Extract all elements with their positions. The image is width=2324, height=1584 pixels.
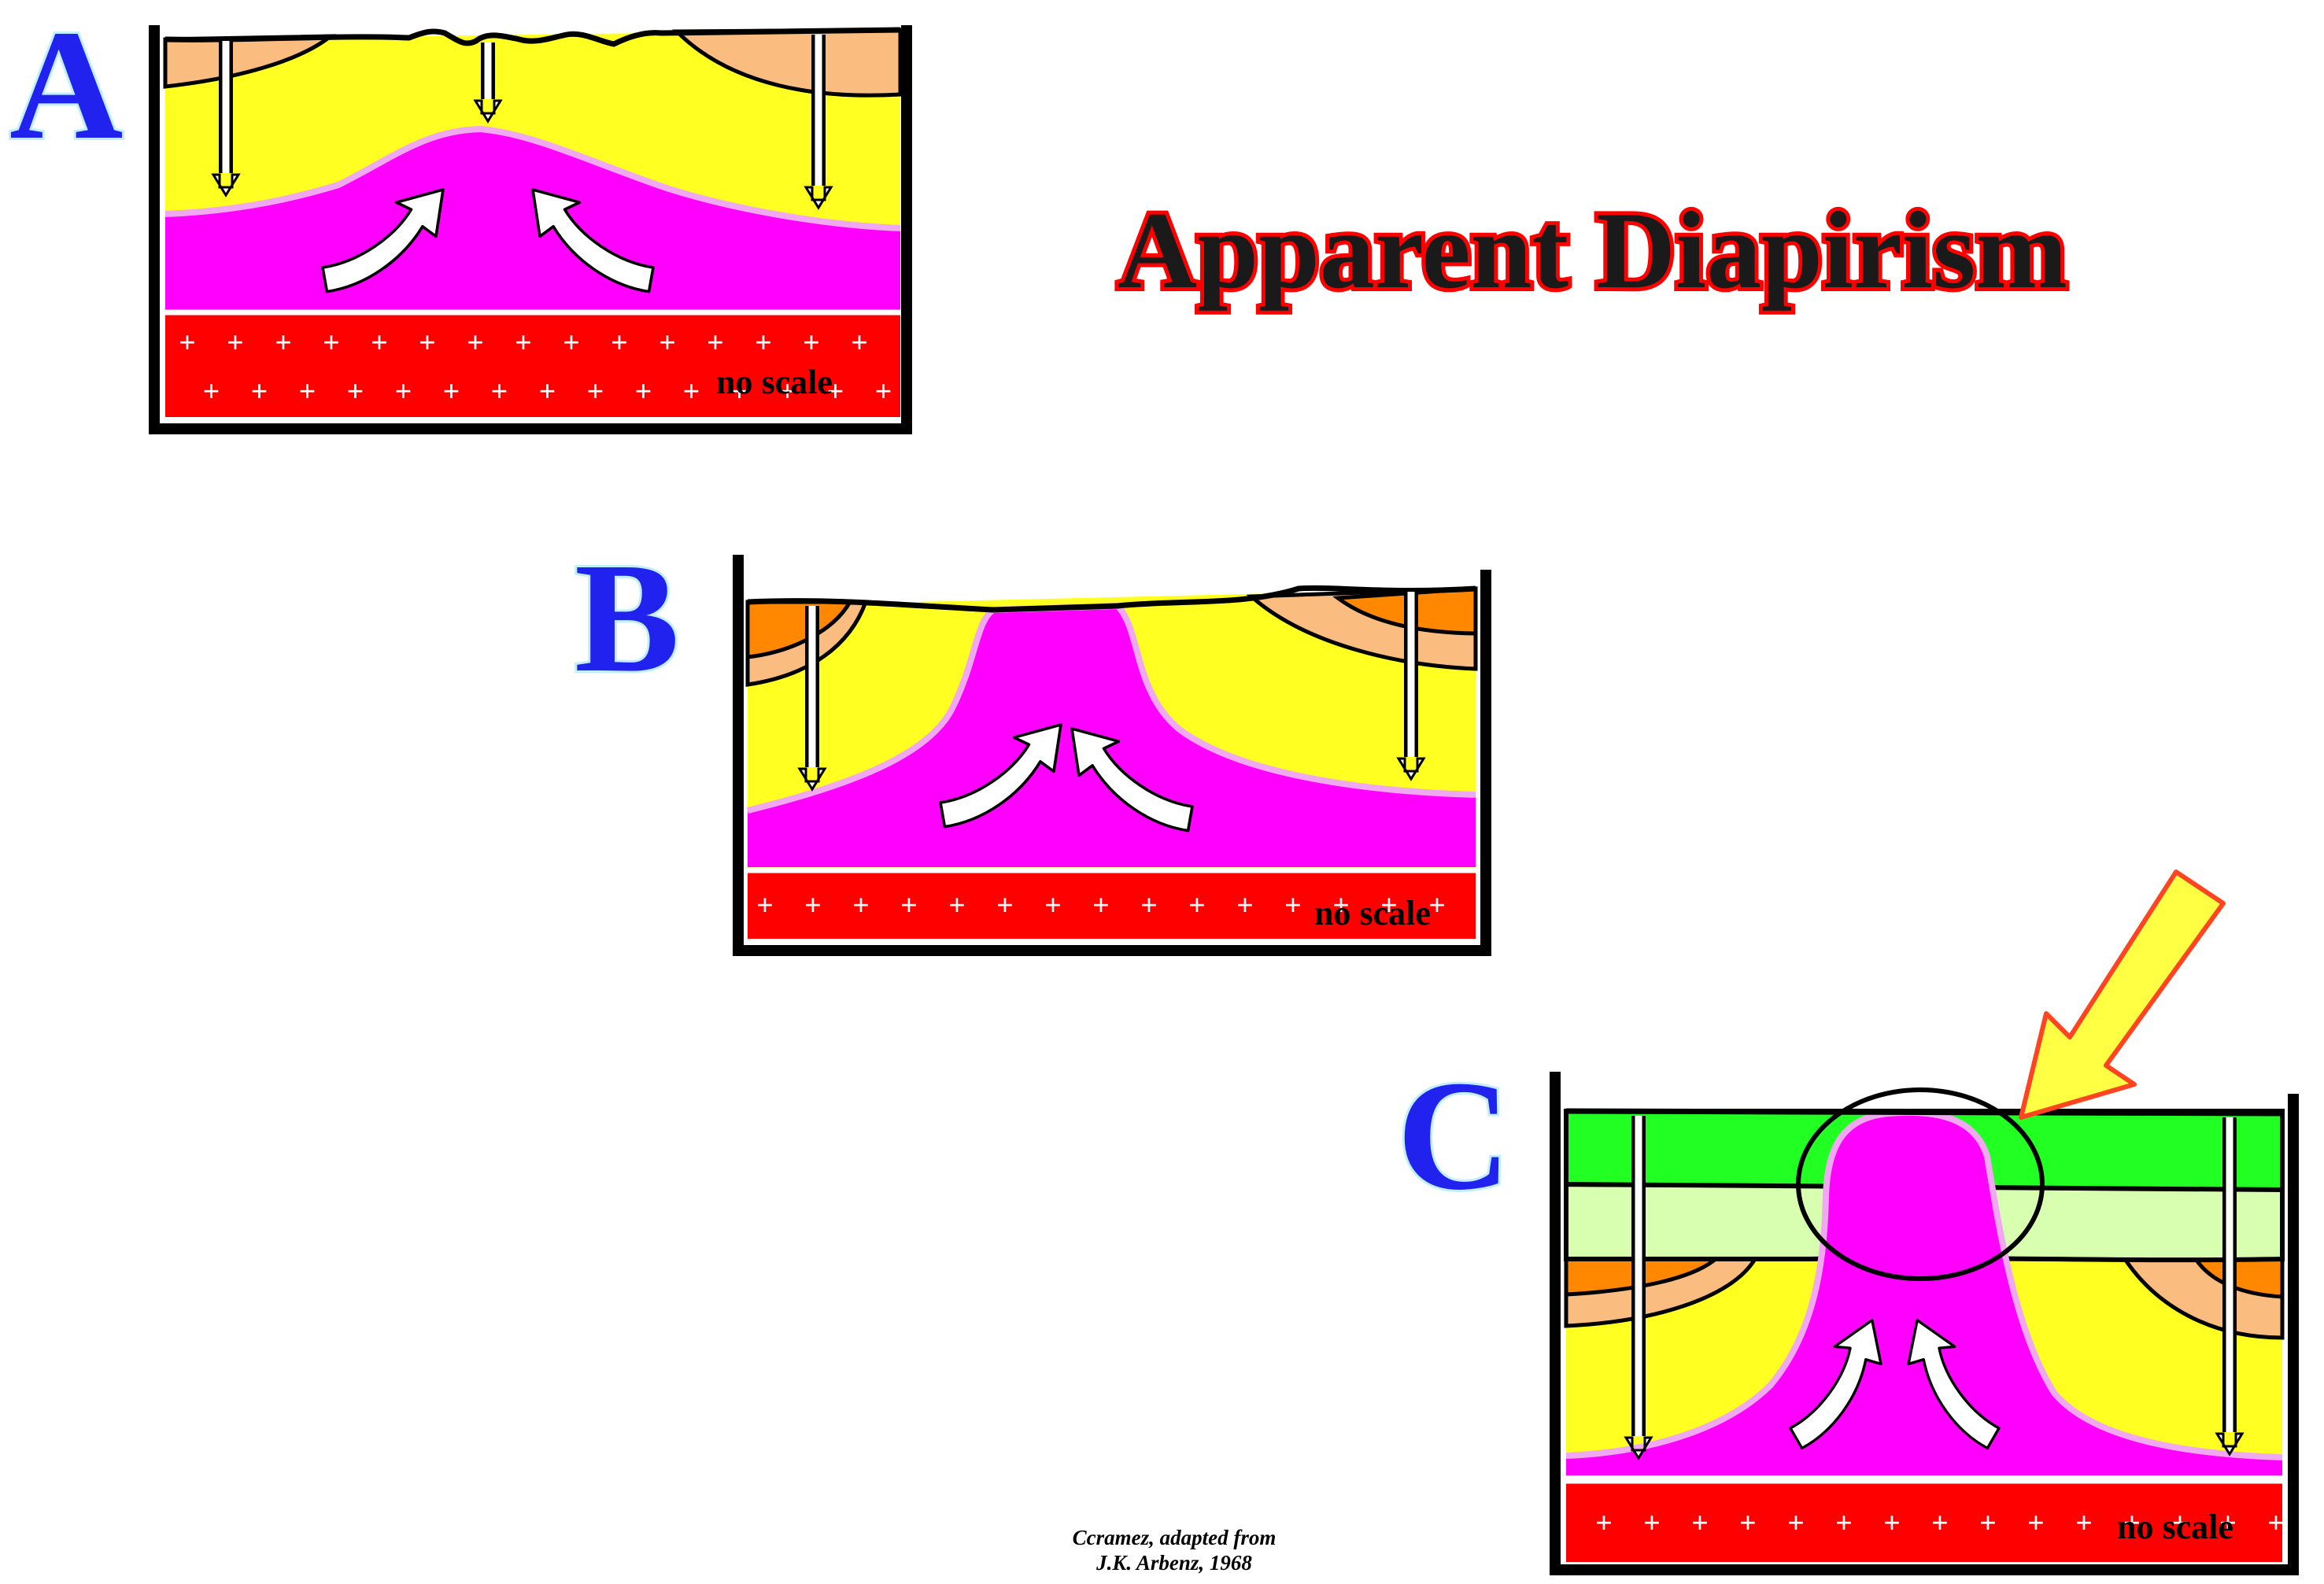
basement-cross: + [804, 889, 822, 922]
basement-cross: + [659, 327, 676, 360]
basement-cross: + [1380, 889, 1398, 922]
basement-cross: + [1140, 889, 1158, 922]
basement-cross: + [275, 327, 292, 360]
panel-a: ++++++++++++++++++++++++++++++ no scale … [7, 0, 912, 434]
pointer-arrow-icon [2019, 870, 2226, 1120]
basement-cross: + [203, 375, 220, 408]
basement-cross: + [875, 375, 892, 408]
panel-letter-c: C [1397, 1049, 1510, 1223]
basement-cross: + [1883, 1507, 1901, 1540]
basement-cross: + [827, 375, 844, 408]
basement-cross: + [1691, 1507, 1709, 1540]
basement-cross: + [779, 375, 796, 408]
basement-cross: + [563, 327, 580, 360]
basement-cross: + [1092, 889, 1110, 922]
no-scale-label-c: no scale [2117, 1508, 2233, 1546]
basement-cross: + [900, 889, 918, 922]
basement-cross: + [1595, 1507, 1613, 1540]
basement-cross: + [467, 327, 484, 360]
basement-crosses-c: + + + + + + + + + + + + + + + [1595, 1507, 2285, 1540]
no-scale-label-a: no scale [716, 363, 833, 401]
credit-line-2: J.K. Arbenz, 1968 [1095, 1551, 1252, 1575]
down-arrow-icon [804, 35, 833, 209]
basement-cross: + [323, 327, 340, 360]
panel-letter-b: B [575, 531, 679, 705]
down-arrow-icon [1397, 592, 1425, 781]
basement-cross: + [1787, 1507, 1805, 1540]
basement-cross: + [2219, 1507, 2237, 1540]
basement-cross: + [299, 375, 316, 408]
basement-crosses-a: ++++++++++++++++++++++++++++++ [179, 327, 892, 408]
highlight-ellipse-icon [1796, 1087, 2045, 1281]
basement-cross: + [683, 375, 700, 408]
credit-line-1: Ccramez, adapted from [1073, 1526, 1277, 1549]
basement-cross: + [515, 327, 532, 360]
basement-cross: + [395, 375, 412, 408]
down-arrow-icon [474, 42, 502, 123]
panel-b: + + + + + + + + + + + + + + + no scale B [572, 529, 1491, 956]
basement-cross: + [852, 889, 870, 922]
basement-cross: + [731, 375, 748, 408]
basement-cross: + [996, 889, 1014, 922]
basement-cross: + [443, 375, 460, 408]
basement-cross: + [1284, 889, 1302, 922]
basement-cross: + [251, 375, 268, 408]
down-arrow-icon [798, 606, 826, 791]
basement-cross: + [1044, 889, 1062, 922]
basement-cross: + [1739, 1507, 1757, 1540]
down-arrow-icon [1624, 1116, 1653, 1460]
basement-cross: + [635, 375, 652, 408]
basement-cross: + [1979, 1507, 1997, 1540]
down-arrow-icon [2215, 1117, 2244, 1456]
basement-cross: + [2171, 1507, 2189, 1540]
basement-cross: + [756, 889, 774, 922]
basement-cross: + [1428, 889, 1446, 922]
basement-cross: + [371, 327, 388, 360]
basement-cross: + [1835, 1507, 1853, 1540]
basement-cross: + [2267, 1507, 2285, 1540]
basement-cross: + [851, 327, 868, 360]
basement-cross: + [179, 327, 196, 360]
basement-cross: + [227, 327, 244, 360]
basement-cross: + [2075, 1507, 2093, 1540]
basement-cross: + [587, 375, 604, 408]
basement-cross: + [611, 327, 628, 360]
basement-cross: + [1931, 1507, 1949, 1540]
basement-cross: + [1643, 1507, 1661, 1540]
basement-cross: + [419, 327, 436, 360]
basement-cross: + [1188, 889, 1206, 922]
basement-cross: + [707, 327, 724, 360]
no-scale-label-b: no scale [1314, 894, 1431, 932]
basement-cross: + [2123, 1507, 2141, 1540]
basement-cross: + [539, 375, 556, 408]
diagram-title: Apparent Diapirism [1118, 190, 2067, 312]
panel-letter-a: A [9, 0, 123, 172]
basement-crosses-b: + + + + + + + + + + + + + + + [756, 889, 1446, 922]
basement-cross: + [491, 375, 508, 408]
basement-cross: + [755, 327, 772, 360]
basement-cross: + [347, 375, 364, 408]
basement-cross: + [1236, 889, 1254, 922]
basement-cross: + [948, 889, 966, 922]
basement-cross: + [1332, 889, 1350, 922]
panel-c: + + + + + + + + + + + + + + + no scale C [1395, 1047, 2299, 1575]
basement-cross: + [2027, 1507, 2045, 1540]
down-arrow-icon [212, 41, 240, 197]
basement-cross: + [803, 327, 820, 360]
